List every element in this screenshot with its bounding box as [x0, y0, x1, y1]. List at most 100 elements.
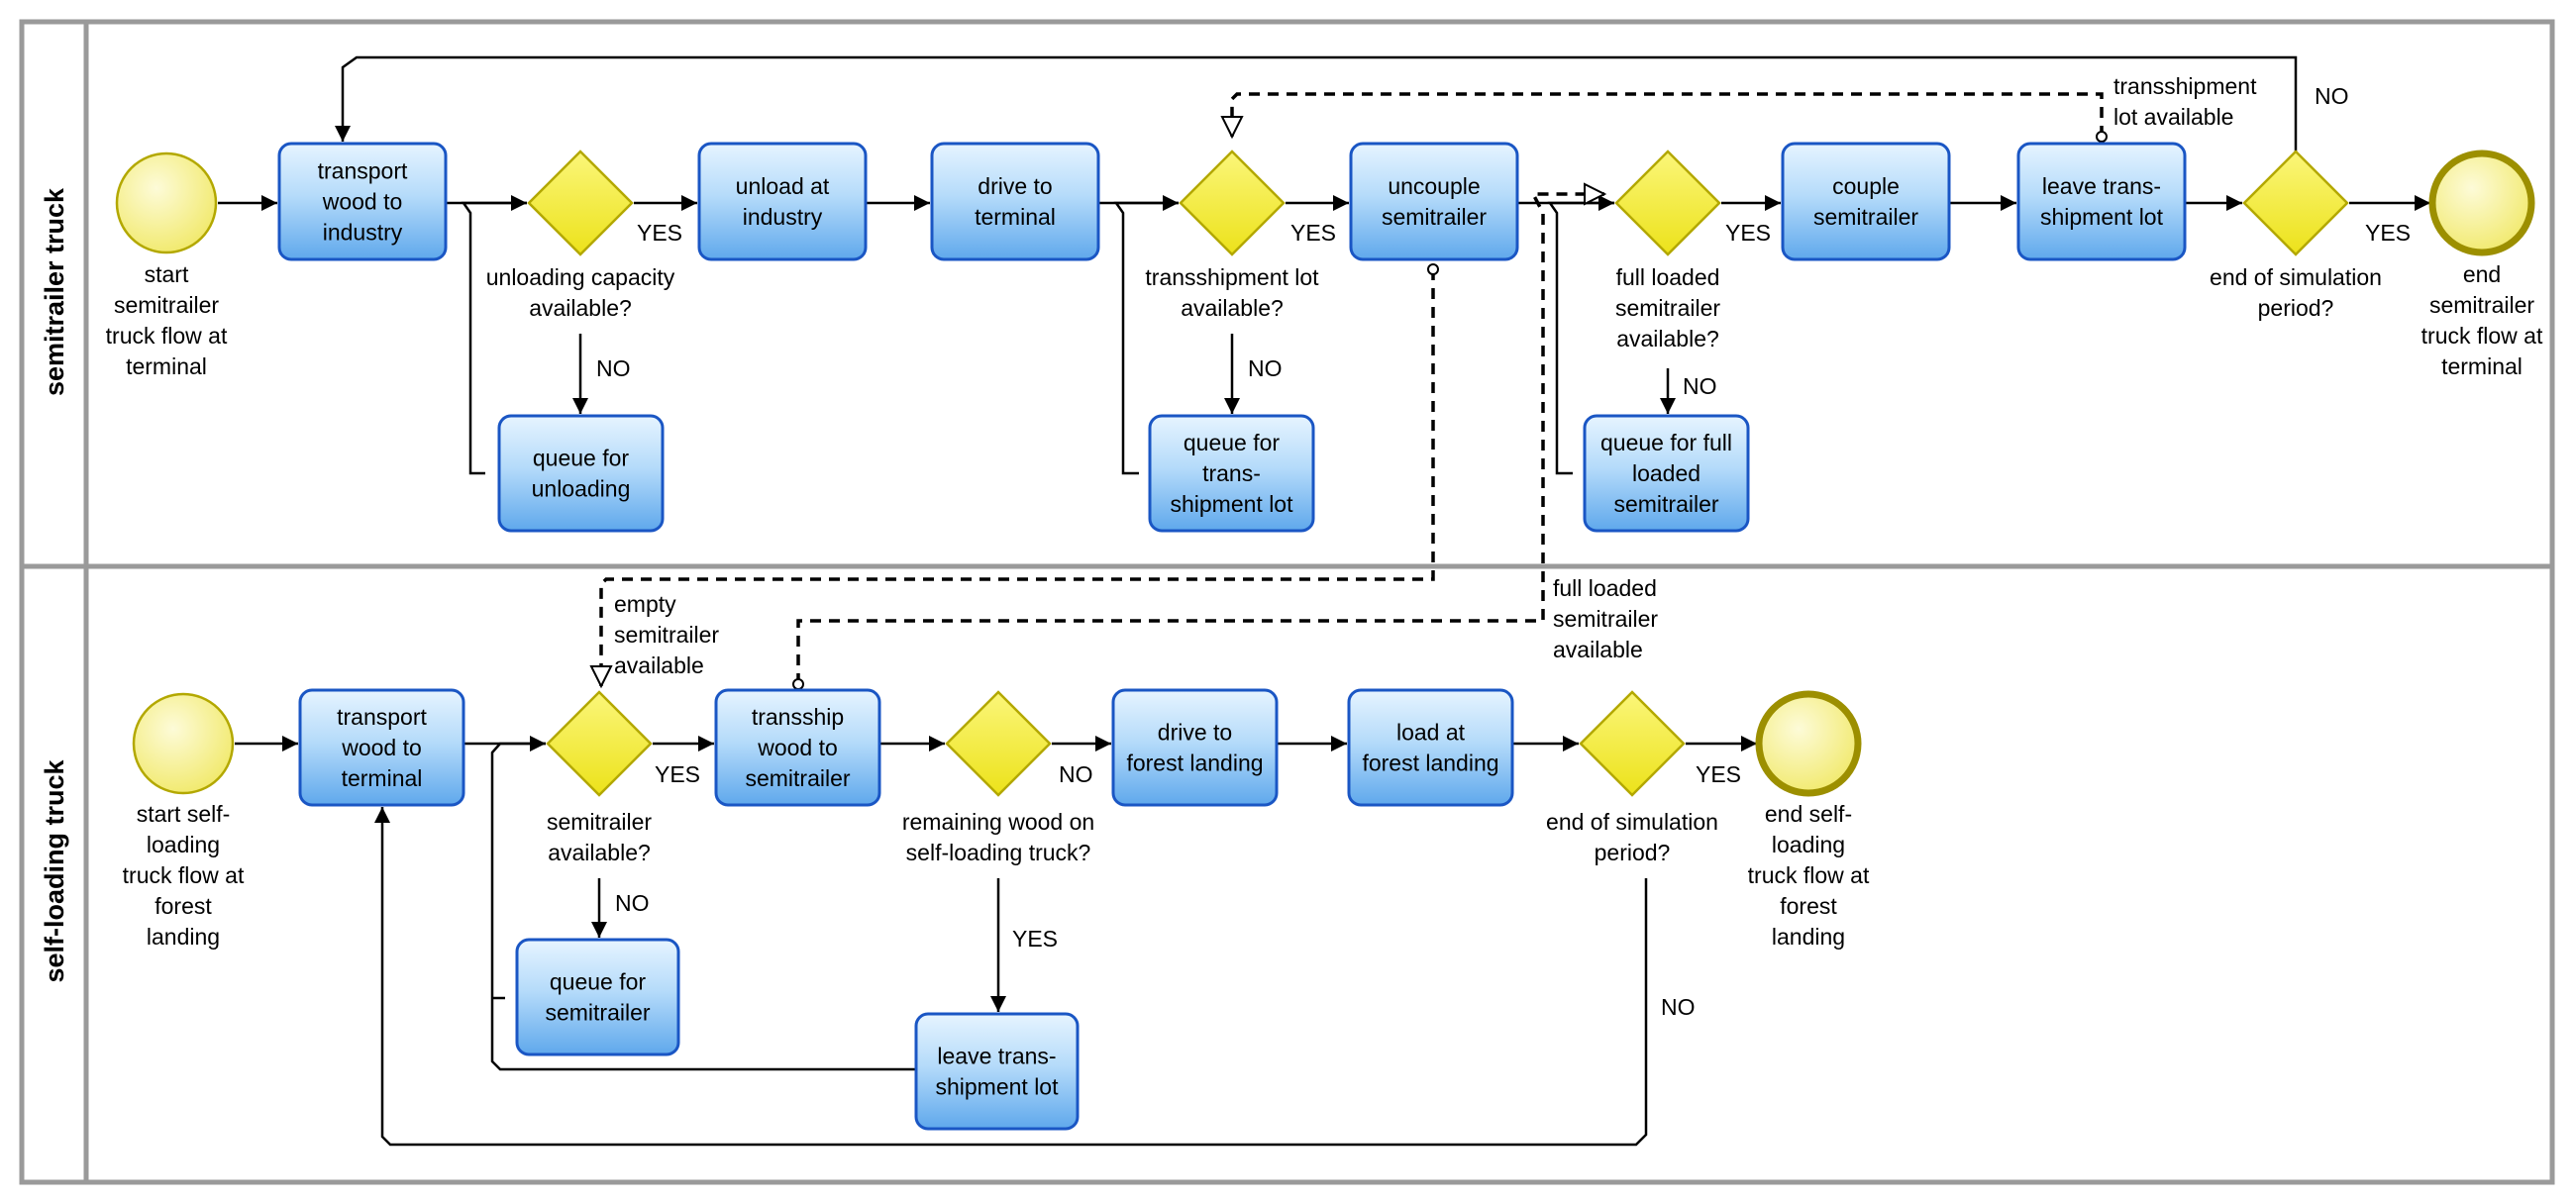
gateway-end-of-simulation-top-label-line: period? — [2258, 295, 2334, 321]
task-queue-for-semitrailer-box — [515, 938, 680, 1056]
lane-title-semitrailer-truck: semitrailer truck — [40, 187, 69, 396]
end-event-self-loading-truck — [1755, 690, 1862, 797]
flow-start-to-transport — [218, 195, 277, 211]
flow-start2-to-transport — [235, 736, 298, 752]
task-transport-wood-to-terminal-label-line: transport — [337, 704, 427, 730]
message-transshipment-lot-available-line — [1230, 92, 2104, 137]
task-transport-wood-to-terminal-box — [298, 688, 465, 807]
task-transship-wood-to-semitrailer-box — [714, 688, 881, 807]
pool: semitrailer truck self-loading truck — [19, 19, 2555, 1185]
label-no-gateway2: NO — [1248, 355, 1283, 381]
start-event-self-loading-truck-label-line: start self- — [137, 801, 231, 827]
message-empty-semitrailer-available-source-marker — [1427, 263, 1439, 275]
task-drive-to-terminal-label-line: terminal — [975, 204, 1056, 230]
task-load-at-forest-landing-box — [1347, 688, 1514, 807]
flow-gateway5-to-tranship — [653, 736, 714, 752]
gateway-full-loaded-semitrailer — [1614, 150, 1721, 256]
task-transport-wood-to-industry-box — [277, 142, 448, 261]
message-full-loaded-semitrailer-available-arrowhead — [1584, 182, 1607, 206]
task-leave-transshipment-lot-bottom-box — [914, 1012, 1080, 1131]
gateway-end-of-simulation-bottom-label-line: period? — [1595, 840, 1671, 865]
task-queue-for-unloading-label-line: queue for — [533, 446, 630, 471]
task-queue-for-transshipment-lot-label-line: trans- — [1202, 460, 1261, 486]
start-event-self-loading-truck-label-line: landing — [147, 924, 220, 950]
message-full-loaded-semitrailer-available-line — [796, 192, 1604, 684]
task-transship-wood-to-semitrailer-label-line: transship — [752, 704, 844, 730]
label-no-gateway4: NO — [2315, 83, 2349, 109]
gateway-full-loaded-semitrailer-label-line: available? — [1616, 326, 1719, 351]
message-full-loaded-semitrailer-available — [792, 182, 1607, 690]
end-event-semitrailer-truck-label-line: semitrailer — [2429, 292, 2534, 318]
flow-gateway2-to-queue — [1224, 334, 1240, 414]
flow-gateway5-to-tranship-arrowhead — [698, 736, 714, 752]
bracket-queue-lot-loop — [1113, 201, 1179, 475]
flow-start2-to-transport-arrowhead — [282, 736, 298, 752]
task-drive-to-terminal-label-line: drive to — [978, 173, 1052, 199]
message-transshipment-lot-available — [1220, 92, 2108, 143]
task-queue-for-semitrailer-label-line: queue for — [550, 969, 647, 995]
flow-gateway2-to-uncouple — [1286, 195, 1349, 211]
gateway-end-of-simulation-bottom — [1579, 690, 1686, 797]
start-event-self-loading-truck-label-line: loading — [147, 832, 220, 857]
flow-load-to-gateway7-arrowhead — [1563, 736, 1579, 752]
label-yes-gateway1: YES — [637, 220, 682, 246]
flow-gateway6-to-leave — [990, 878, 1006, 1012]
task-queue-for-full-loaded-semitrailer-label-line: semitrailer — [1613, 491, 1718, 517]
flow-gateway6-to-drive-arrowhead — [1095, 736, 1111, 752]
flow-unload-to-drive-arrowhead — [914, 195, 930, 211]
flow-gateway5-to-queue-arrowhead — [591, 922, 607, 938]
task-queue-for-full-loaded-semitrailer-label-line: queue for full — [1600, 430, 1732, 455]
flow-gateway3-to-couple-arrowhead — [1765, 195, 1781, 211]
gateway-semitrailer-available — [546, 690, 653, 797]
flow-gateway6-to-drive — [1052, 736, 1111, 752]
task-transport-wood-to-terminal-label-line: wood to — [341, 735, 422, 760]
label-full-loaded-semitrailer-available-line: full loaded — [1553, 575, 1657, 601]
gateway-remaining-wood — [945, 690, 1052, 797]
flow-gateway4-no-loop-line — [341, 55, 2298, 151]
gateway-semitrailer-available-label-line: available? — [548, 840, 651, 865]
label-yes-gateway6: YES — [1012, 926, 1058, 952]
label-empty-semitrailer-available-line: available — [614, 652, 704, 678]
bracket-queue-full-loop — [1547, 201, 1614, 475]
message-empty-semitrailer-available — [589, 263, 1439, 689]
flow-gateway7-no-loop — [374, 807, 1648, 1147]
message-full-loaded-semitrailer-available-source-marker — [792, 678, 804, 690]
task-unload-at-industry: unload at industry — [697, 142, 868, 261]
task-queue-for-semitrailer-label-line: semitrailer — [545, 1000, 650, 1026]
task-queue-for-full-loaded-semitrailer-label-line: loaded — [1632, 460, 1700, 486]
start-event-semitrailer-truck-label-line: truck flow at — [106, 323, 228, 349]
task-leave-transshipment-lot-box — [2016, 142, 2187, 261]
lane-title-self-loading-truck: self-loading truck — [40, 759, 69, 983]
flow-tranship-to-gateway6-arrowhead — [929, 736, 945, 752]
task-transship-wood-to-semitrailer-label-line: wood to — [757, 735, 838, 760]
task-queue-for-transshipment-lot-label-line: shipment lot — [1170, 491, 1293, 517]
label-no-gateway5: NO — [615, 890, 650, 916]
flow-drive-to-load-arrowhead — [1331, 736, 1347, 752]
flow-gateway3-to-queue-arrowhead — [1660, 398, 1676, 414]
task-queue-for-full-loaded-semitrailer: queue for full loaded semitrailer — [1583, 414, 1750, 533]
task-drive-to-forest-landing-label-line: forest landing — [1126, 751, 1263, 776]
start-event-semitrailer-truck — [115, 151, 218, 254]
task-queue-for-transshipment-lot-box — [1148, 414, 1315, 533]
gateway-remaining-wood-label-line: remaining wood on — [902, 809, 1094, 835]
task-queue-for-unloading-box — [497, 414, 665, 533]
task-leave-transshipment-lot-label-line: leave trans- — [2042, 173, 2161, 199]
gateway-remaining-wood-label-line: self-loading truck? — [906, 840, 1091, 865]
gateway-transshipment-lot — [1179, 150, 1286, 256]
task-unload-at-industry-label-line: industry — [743, 204, 823, 230]
message-transshipment-lot-available-arrowhead — [1220, 116, 1244, 140]
task-drive-to-forest-landing-box — [1111, 688, 1279, 807]
gateway-transshipment-lot-label-line: transshipment lot — [1145, 264, 1319, 290]
flow-gateway7-no-loop-line — [380, 807, 1648, 1147]
task-uncouple-semitrailer-box — [1349, 142, 1519, 261]
task-unload-at-industry-label-line: unload at — [736, 173, 830, 199]
label-full-loaded-semitrailer-available-line: available — [1553, 637, 1643, 662]
flow-gateway4-to-end — [2349, 195, 2430, 211]
